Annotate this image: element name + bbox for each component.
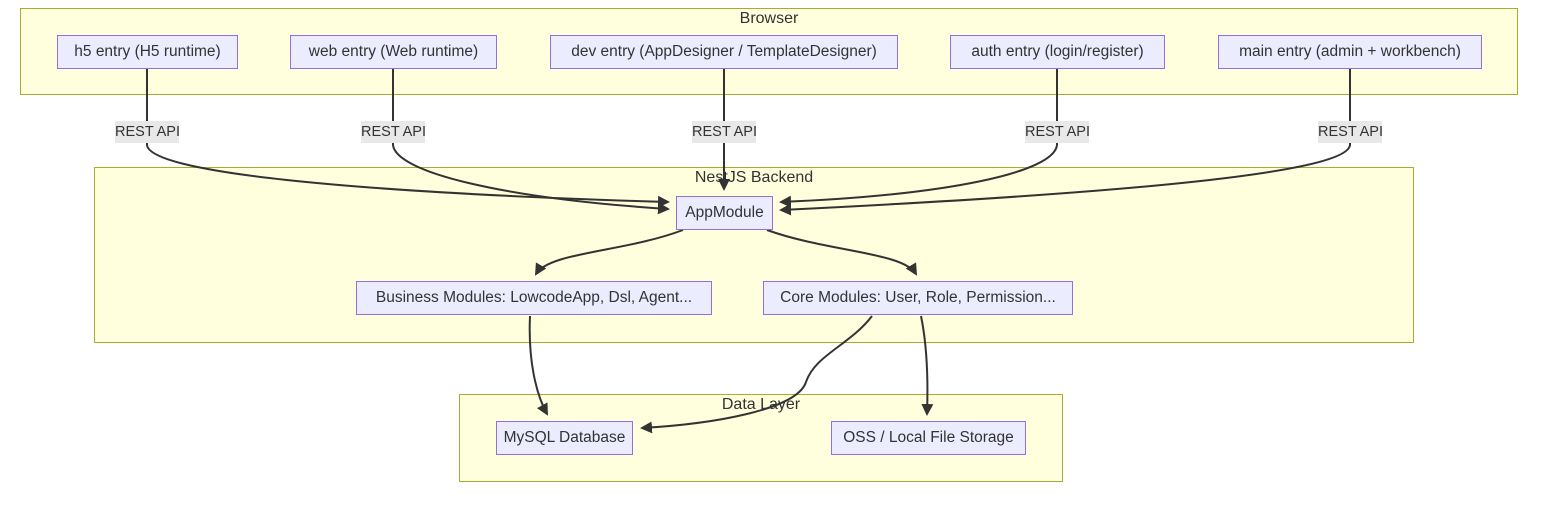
cluster-data-layer-label: Data Layer: [721, 396, 801, 413]
node-dev-entry: dev entry (AppDesigner / TemplateDesigne…: [550, 35, 898, 69]
node-mysql-database: MySQL Database: [496, 421, 633, 455]
edge-label-rest-api-web: REST API: [361, 121, 426, 143]
edge-label-rest-api-dev: REST API: [692, 121, 757, 143]
cluster-nestjs-backend: [94, 167, 1414, 343]
node-web-entry: web entry (Web runtime): [290, 35, 497, 69]
node-auth-entry: auth entry (login/register): [950, 35, 1165, 69]
node-core-modules: Core Modules: User, Role, Permission...: [763, 281, 1073, 315]
node-main-entry: main entry (admin + workbench): [1218, 35, 1482, 69]
node-h5-entry: h5 entry (H5 runtime): [57, 35, 238, 69]
edge-label-rest-api-main: REST API: [1318, 121, 1383, 143]
node-oss-storage: OSS / Local File Storage: [831, 421, 1026, 455]
edge-label-rest-api-auth: REST API: [1025, 121, 1090, 143]
edge-label-rest-api-h5: REST API: [115, 121, 180, 143]
cluster-browser-label: Browser: [739, 10, 799, 27]
node-app-module: AppModule: [676, 196, 773, 230]
cluster-nestjs-backend-label: NestJS Backend: [694, 169, 814, 186]
node-business-modules: Business Modules: LowcodeApp, Dsl, Agent…: [356, 281, 712, 315]
